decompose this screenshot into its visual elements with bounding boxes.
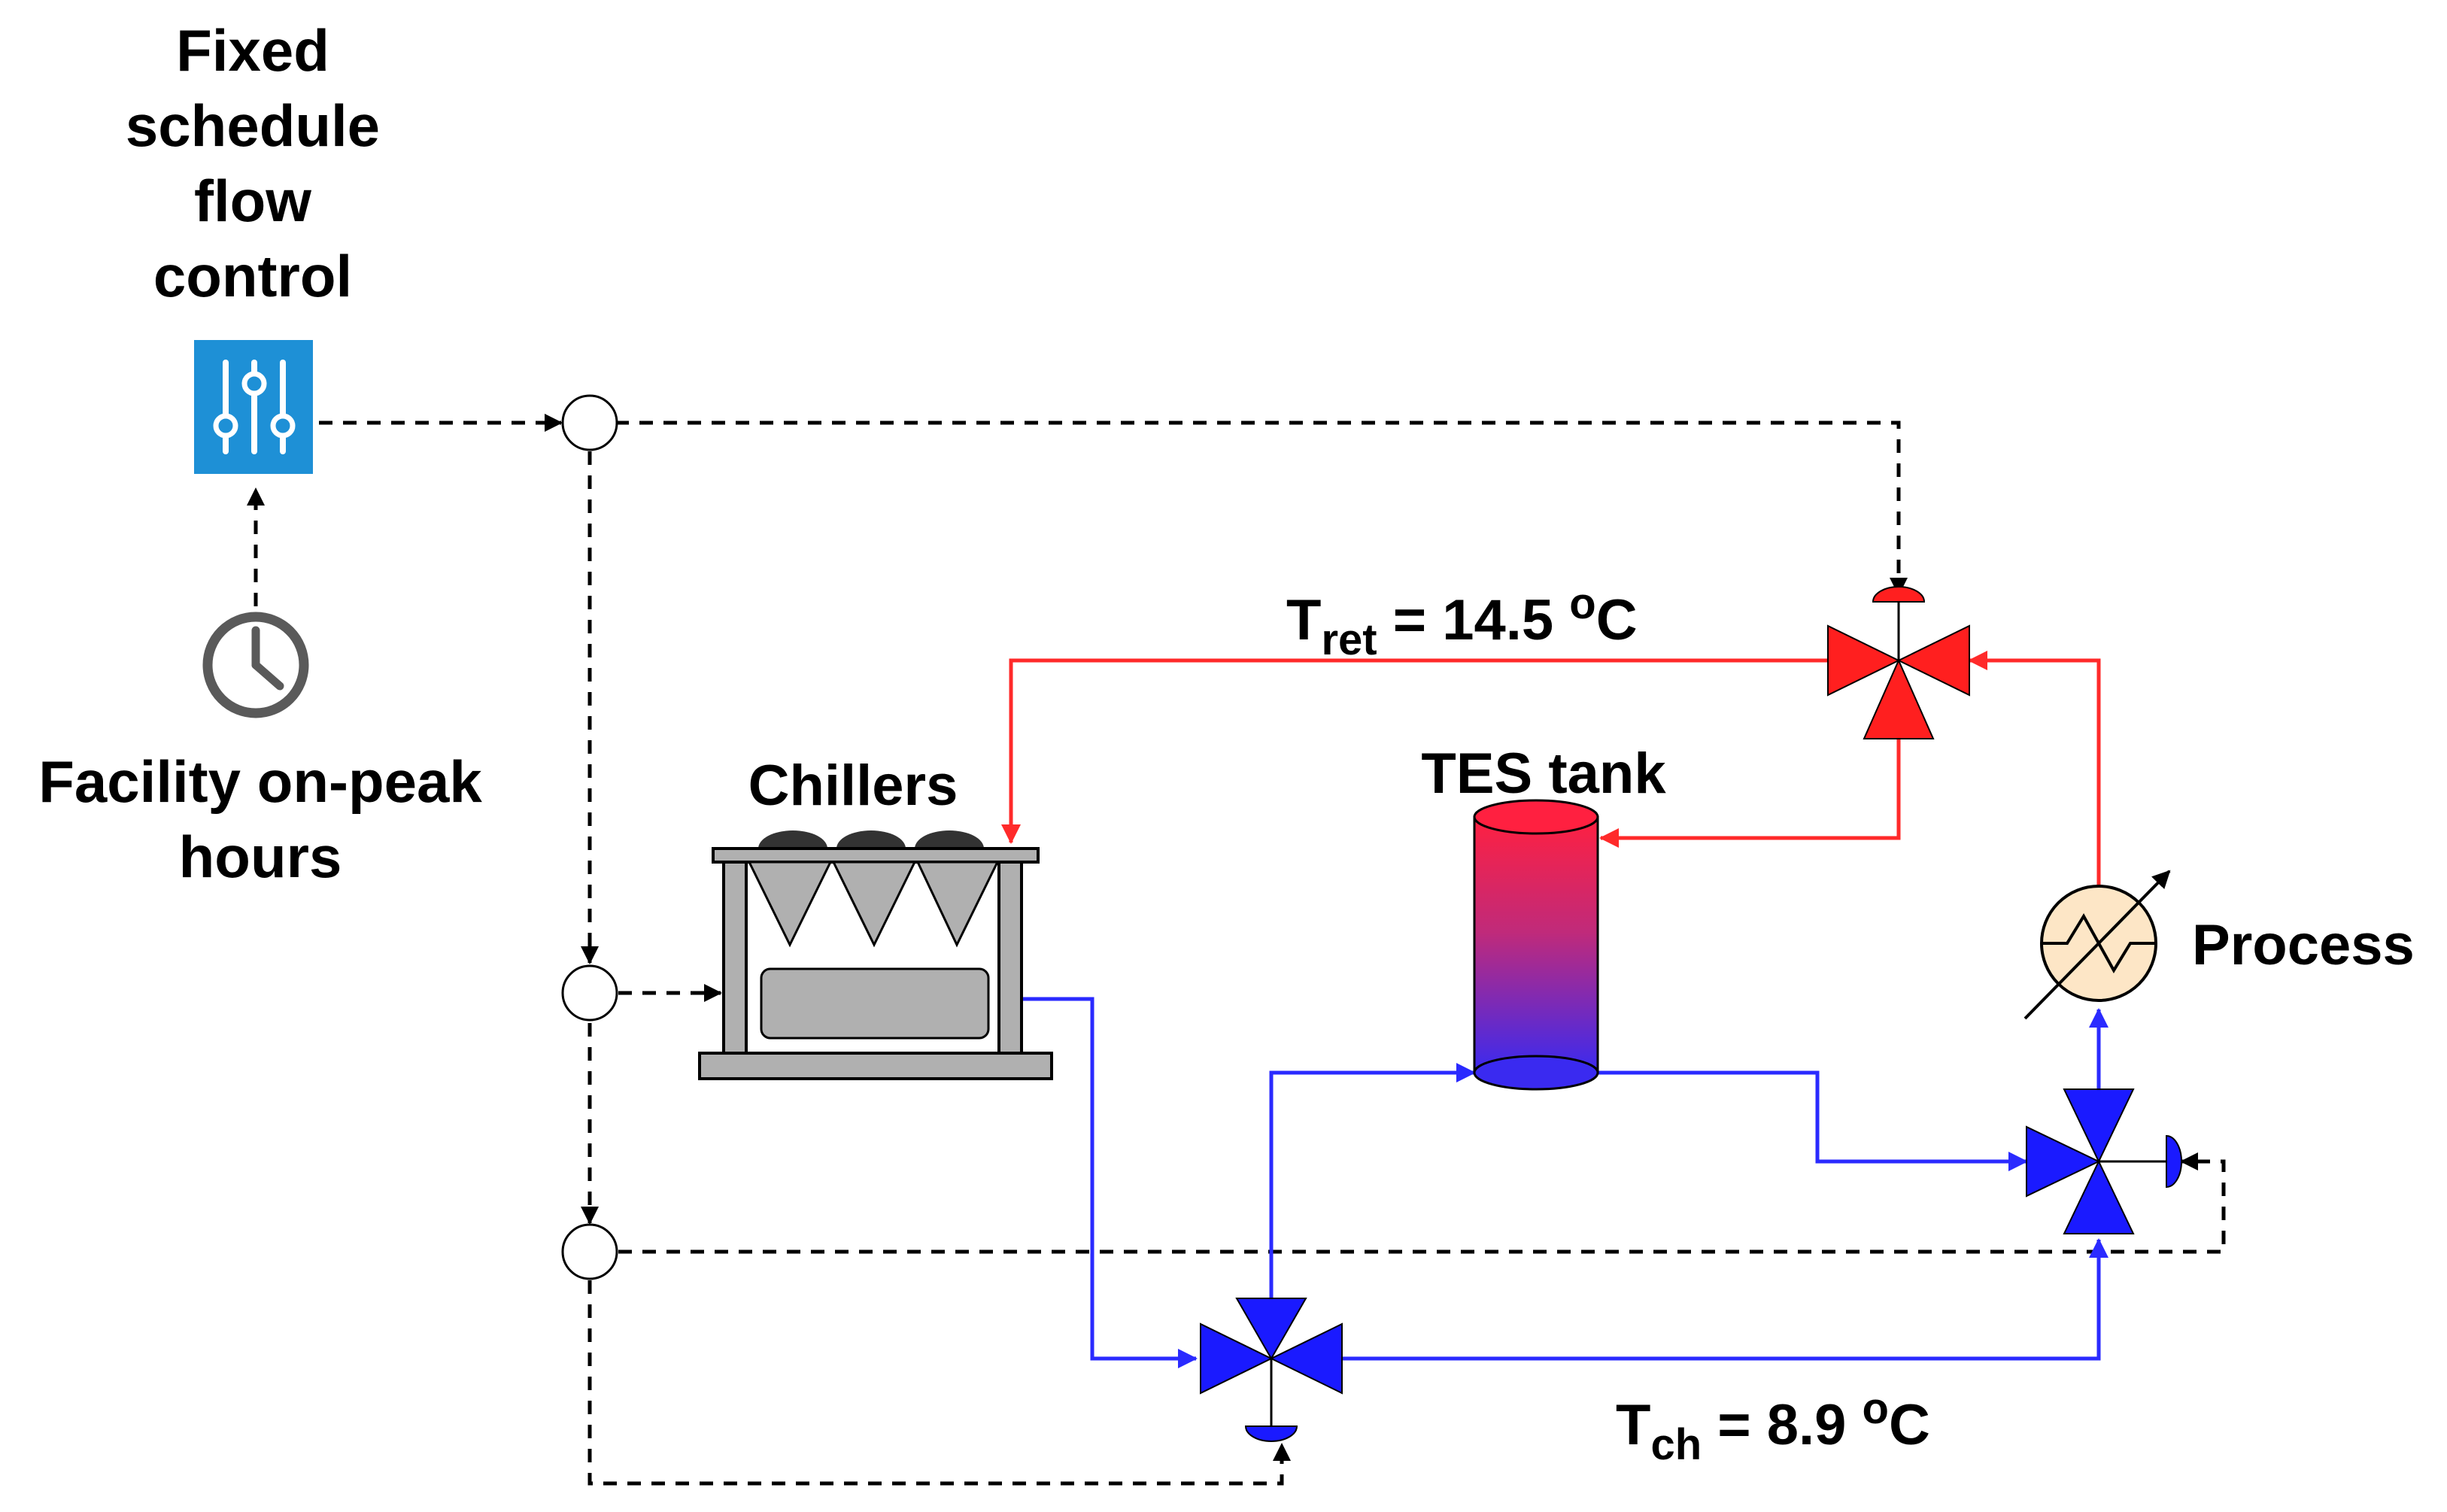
process-heat-exchanger	[2023, 870, 2171, 1020]
return-temperature-label: Tret = 14.5 oC	[1286, 579, 1638, 664]
hot-line-valve-to-tes-tank	[1599, 739, 1901, 848]
cold-line-valve-to-process-valve	[1340, 1238, 2108, 1361]
controller-title-line-3: flow	[194, 168, 311, 234]
hot-line-valve-to-chillers	[1001, 658, 1828, 844]
trigger-label-line-1: Facility on-peak	[38, 748, 482, 815]
tes-tank	[1473, 799, 1599, 1091]
chilled-temperature-label: Tch = 8.9 oC	[1616, 1384, 1930, 1469]
clock-icon	[202, 612, 309, 718]
chillers-label: Chillers	[748, 754, 958, 818]
chiller-three-way-valve	[1200, 1298, 1343, 1442]
return-three-way-valve	[1827, 586, 1970, 739]
chillers-unit	[698, 830, 1053, 1080]
trigger-label: Facility on-peak hours	[38, 748, 482, 890]
sliders-icon	[194, 340, 313, 474]
cold-line-valve-to-tes-tank	[1269, 1063, 1476, 1304]
hot-line-process-to-valve	[1968, 651, 2101, 915]
process-label: Process	[2192, 913, 2415, 977]
cold-line-chillers-to-valve	[1020, 997, 1198, 1368]
signal-node-3-to-chiller-valve	[587, 1280, 1291, 1486]
tes-tank-label: TES tank	[1421, 742, 1666, 806]
signal-node-3-to-process-valve	[618, 1152, 2226, 1254]
process-three-way-valve	[2026, 1088, 2182, 1234]
hot-piping	[1001, 651, 2101, 915]
controller-title-line-4: control	[153, 243, 352, 309]
signal-junction-node-3	[561, 1223, 618, 1280]
controller-title-line-2: schedule	[126, 93, 380, 159]
signal-junction-node-2	[561, 964, 618, 1022]
controller-title-line-1: Fixed	[176, 17, 329, 83]
signal-junction-node-1	[561, 394, 618, 451]
cold-piping	[1020, 997, 2108, 1368]
signal-lines	[247, 414, 2226, 1486]
signal-node-1-to-return-valve	[615, 421, 1908, 596]
cold-line-tes-tank-to-process-valve	[1598, 1070, 2028, 1171]
trigger-label-line-2: hours	[179, 824, 342, 890]
controller-title: Fixed schedule flow control	[126, 17, 380, 309]
